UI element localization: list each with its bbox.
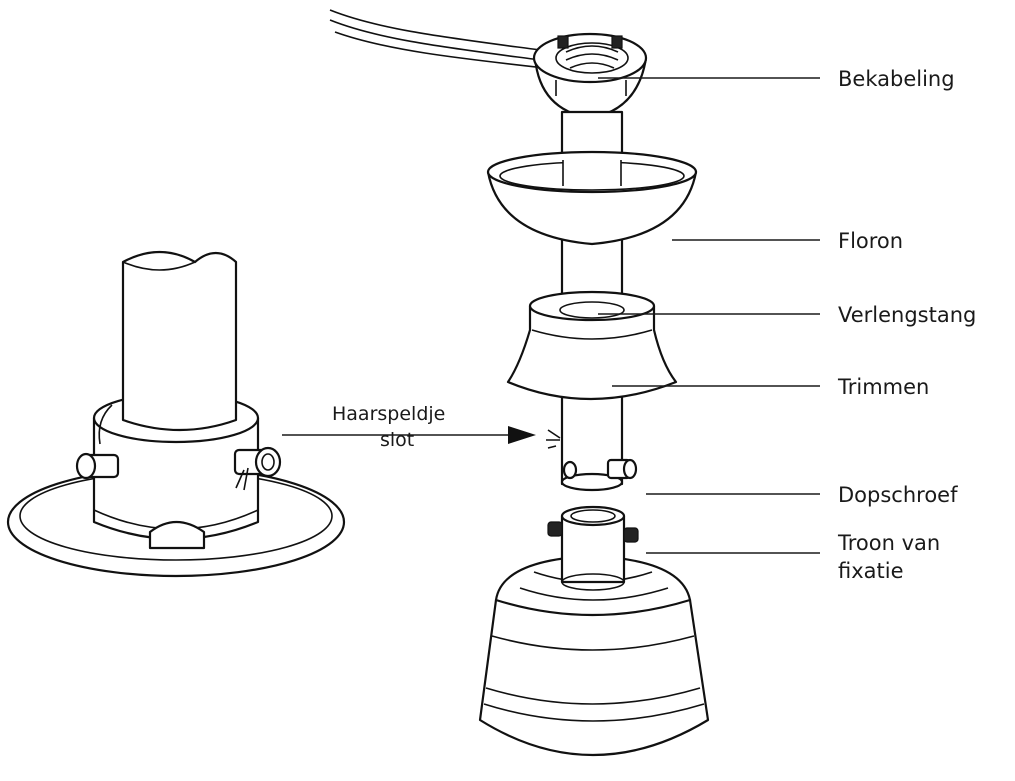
hanger-ball <box>532 32 648 120</box>
wiring-cables <box>329 9 546 69</box>
label-verlengstang: Verlengstang <box>838 303 976 327</box>
label-troon-line2: fixatie <box>838 559 904 583</box>
label-bekabeling: Bekabeling <box>838 67 955 91</box>
detail-view-downrod-in-bracket <box>6 251 346 578</box>
label-dopschroef: Dopschroef <box>838 483 958 507</box>
label-floron: Floron <box>838 229 903 253</box>
mounting-throne <box>478 505 710 757</box>
label-haarspeld-line1: Haarspeldje <box>332 403 445 425</box>
label-trimmen: Trimmen <box>837 375 929 399</box>
callout-labels: Bekabeling Floron Verlengstang Trimmen D… <box>332 67 976 583</box>
leader-lines <box>282 77 820 554</box>
exploded-assembly <box>329 9 710 757</box>
canopy-floron <box>486 150 698 246</box>
arrowhead-haarspeld <box>508 426 536 444</box>
label-haarspeld-line2: slot <box>380 429 414 451</box>
label-troon-line1: Troon van <box>837 531 940 555</box>
coupling-cover-trim <box>506 290 678 401</box>
